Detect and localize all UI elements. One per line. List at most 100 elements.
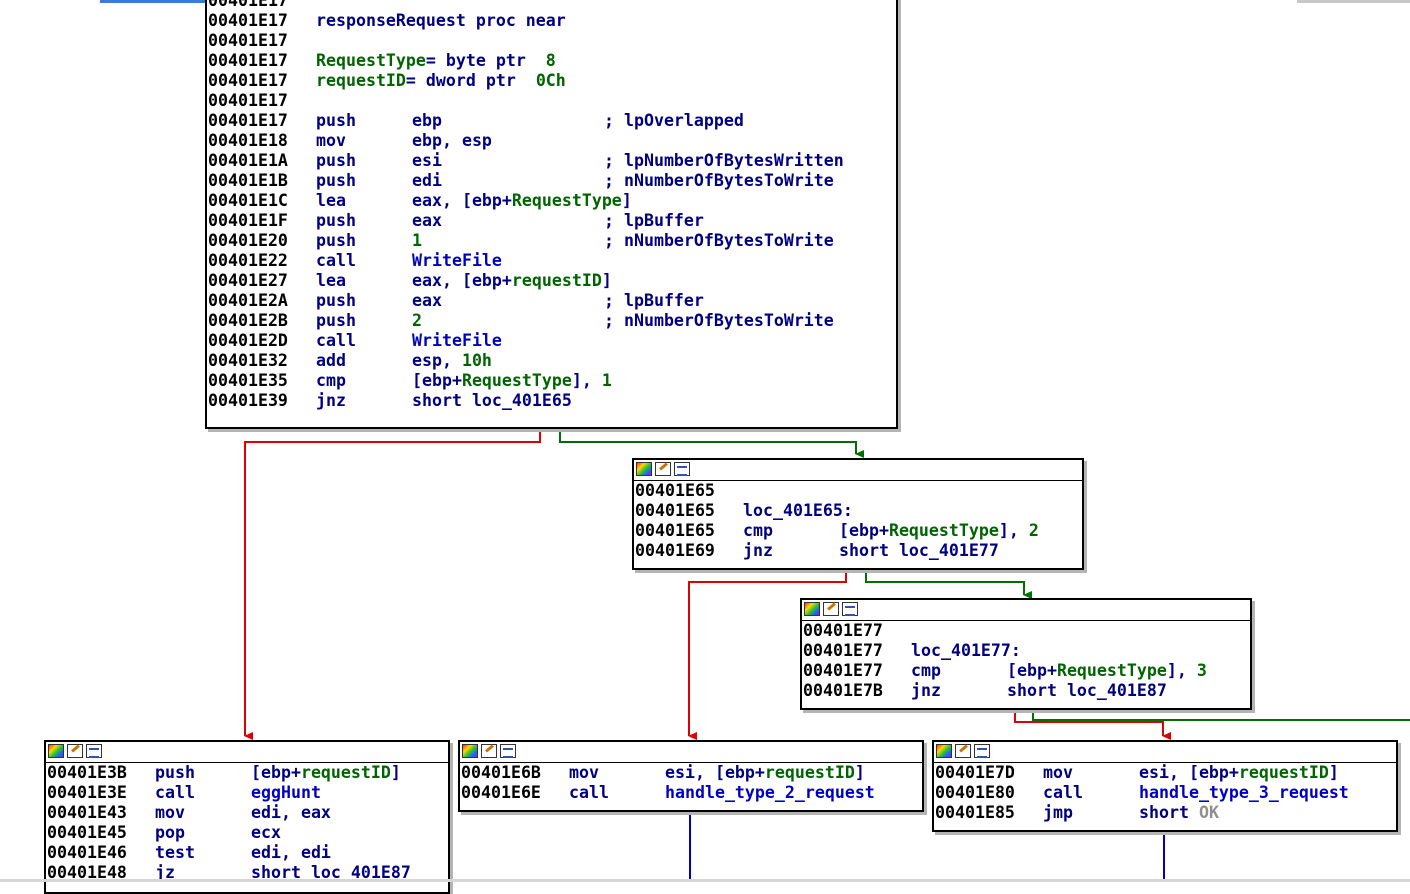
mnemonic: jnz bbox=[316, 391, 346, 410]
operand-var: requestID bbox=[1238, 763, 1329, 782]
mnemonic: cmp bbox=[743, 521, 773, 540]
edge-loc_401E65-to-loc_401E77[interactable] bbox=[865, 569, 1032, 599]
address: 00401E77 bbox=[803, 641, 883, 660]
horizontal-scrollbar[interactable] bbox=[0, 879, 1410, 882]
operands: 2 bbox=[412, 311, 604, 331]
address: 00401E65 bbox=[635, 501, 715, 520]
code-line[interactable]: 00401E17 bbox=[208, 91, 896, 111]
call-target[interactable]: eggHunt bbox=[251, 783, 321, 802]
edge-main-to-loc_401E65[interactable] bbox=[559, 429, 864, 458]
operand-part: ] bbox=[390, 763, 401, 782]
address: 00401E80 bbox=[935, 783, 1015, 802]
operand-var: RequestType bbox=[511, 191, 622, 210]
stack-var-name: RequestType bbox=[316, 51, 426, 70]
edit-icon[interactable] bbox=[67, 744, 83, 758]
graph-color-icon[interactable] bbox=[462, 744, 478, 758]
tab-indicator[interactable] bbox=[1297, 0, 1410, 3]
mnemonic: push bbox=[316, 171, 356, 190]
address: 00401E6E bbox=[461, 783, 541, 802]
graph-color-icon[interactable] bbox=[936, 744, 952, 758]
graph-color-icon[interactable] bbox=[804, 602, 820, 616]
code-line[interactable]: 00401E65 bbox=[635, 481, 1082, 501]
xref-list-icon[interactable] bbox=[974, 744, 990, 758]
active-tab-indicator[interactable] bbox=[100, 0, 300, 3]
call-target[interactable]: WriteFile bbox=[412, 251, 502, 270]
operands: eggHunt bbox=[251, 783, 321, 803]
xref-list-icon[interactable] bbox=[842, 602, 858, 616]
edge-loc_401E77-to-loc_401E87[interactable] bbox=[1032, 709, 1410, 721]
edge-loc_401E77-to-401E7D[interactable] bbox=[1014, 709, 1171, 740]
xref-list-icon[interactable] bbox=[500, 744, 516, 758]
graph-color-icon[interactable] bbox=[48, 744, 64, 758]
comment: ; nNumberOfBytesToWrite bbox=[604, 231, 834, 250]
code-line[interactable]: 00401E77 bbox=[803, 621, 1250, 641]
operands: esp, 10h bbox=[412, 351, 492, 371]
edit-icon[interactable] bbox=[823, 602, 839, 616]
edit-icon[interactable] bbox=[955, 744, 971, 758]
operand-part: [ebp+ bbox=[251, 763, 301, 782]
operands: eax, [ebp+RequestType] bbox=[412, 191, 632, 211]
operands: [ebp+RequestType], 1 bbox=[412, 371, 612, 391]
edit-icon[interactable] bbox=[481, 744, 497, 758]
operands: esi bbox=[412, 151, 604, 171]
edit-icon[interactable] bbox=[655, 462, 671, 476]
mnemonic: test bbox=[155, 843, 195, 862]
edge-main-to-401E3B[interactable] bbox=[244, 429, 541, 740]
edge-loc_401E65-to-401E6B[interactable] bbox=[688, 569, 847, 740]
call-target[interactable]: handle_type_3_request bbox=[1139, 783, 1349, 802]
graph-color-icon[interactable] bbox=[636, 462, 652, 476]
xref-list-icon[interactable] bbox=[674, 462, 690, 476]
code-label: loc_401E65: bbox=[743, 501, 853, 520]
xref-list-icon[interactable] bbox=[86, 744, 102, 758]
operand-var: RequestType bbox=[1056, 661, 1167, 680]
code-line[interactable]: 00401E17 bbox=[208, 0, 896, 11]
code-line[interactable]: 00401E65 loc_401E65: bbox=[635, 501, 1082, 521]
call-target[interactable]: handle_type_2_request bbox=[665, 783, 875, 802]
jump-target[interactable]: OK bbox=[1198, 803, 1219, 822]
address: 00401E65 bbox=[635, 481, 715, 500]
mnemonic: mov bbox=[316, 131, 346, 150]
call-target[interactable]: WriteFile bbox=[412, 331, 502, 350]
code-line[interactable]: 00401E17 bbox=[208, 31, 896, 51]
